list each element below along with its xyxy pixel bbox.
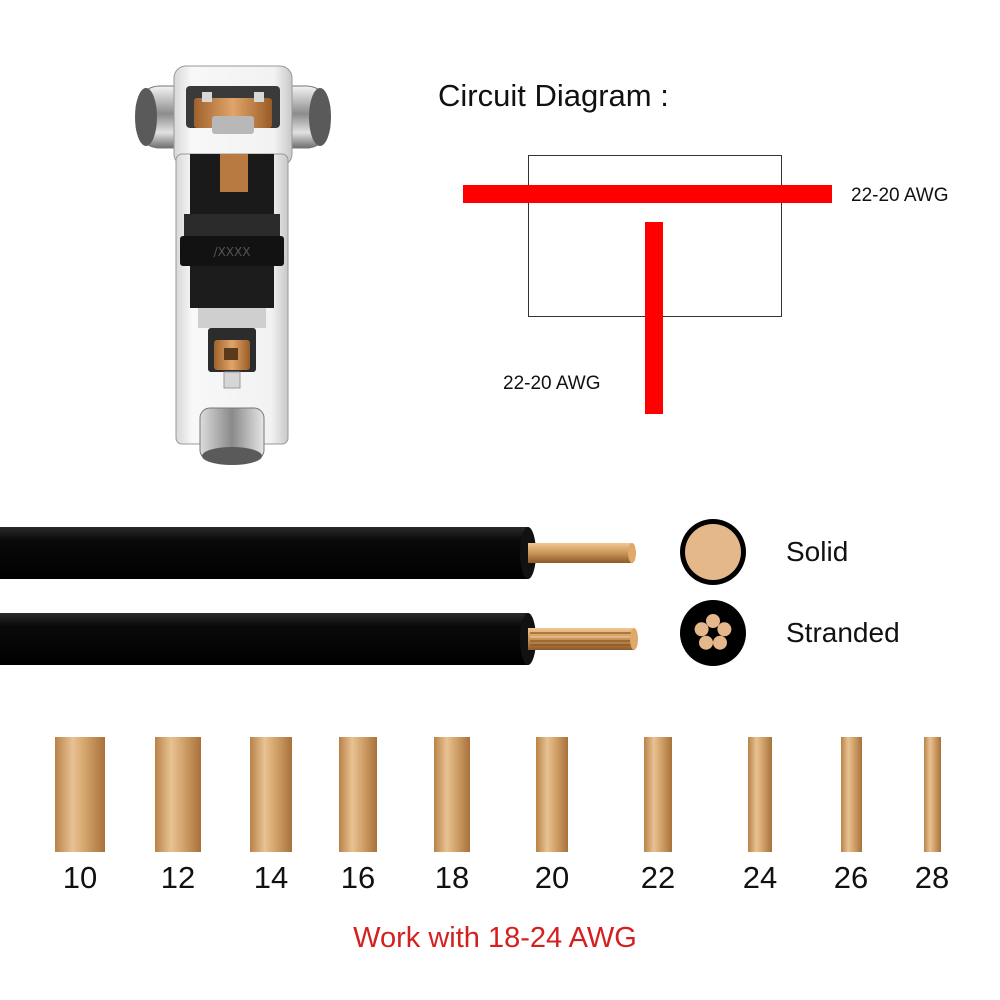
gauge-bar xyxy=(55,737,105,852)
gauge-item: 26 xyxy=(801,737,901,896)
gauge-bar xyxy=(644,737,672,852)
stranded-core-cross-section-icon xyxy=(680,600,746,666)
gauge-bar xyxy=(536,737,568,852)
gauge-item: 10 xyxy=(30,737,130,896)
circuit-diagram-title: Circuit Diagram : xyxy=(438,78,669,113)
gauge-item: 28 xyxy=(882,737,982,896)
gauge-label: 12 xyxy=(160,860,196,895)
gauge-label: 24 xyxy=(742,860,778,895)
gauge-bar xyxy=(840,737,862,852)
gauge-item: 12 xyxy=(128,737,228,896)
gauge-bar xyxy=(923,737,941,852)
gauge-label: 14 xyxy=(253,860,289,895)
gauge-label: 10 xyxy=(62,860,98,895)
gauge-label: 28 xyxy=(914,860,950,895)
main-wire-gauge-label: 22-20 AWG xyxy=(851,185,949,206)
compatibility-note: Work with 18-24 AWG xyxy=(353,922,637,954)
gauge-item: 14 xyxy=(221,737,321,896)
gauge-item: 16 xyxy=(308,737,408,896)
gauge-item: 20 xyxy=(502,737,602,896)
solid-wire-image xyxy=(0,527,636,579)
gauge-label: 16 xyxy=(340,860,376,895)
gauge-item: 24 xyxy=(710,737,810,896)
gauge-label: 26 xyxy=(833,860,869,895)
gauge-bar xyxy=(339,737,377,852)
gauge-bar xyxy=(748,737,772,852)
gauge-bar xyxy=(250,737,292,852)
gauge-label: 20 xyxy=(534,860,570,895)
gauge-bar xyxy=(434,737,470,852)
stranded-wire-label: Stranded xyxy=(786,617,900,648)
gauge-bar xyxy=(155,737,201,852)
gauge-label: 18 xyxy=(434,860,470,895)
solid-wire-label: Solid xyxy=(786,536,849,567)
gauge-label: 22 xyxy=(640,860,676,895)
branch-wire-line xyxy=(645,222,663,414)
gauge-item: 22 xyxy=(608,737,708,896)
t-tap-connector-image: /XXXX xyxy=(135,65,331,465)
branch-wire-gauge-label: 22-20 AWG xyxy=(503,373,601,394)
stranded-wire-image xyxy=(0,613,638,665)
solid-core-cross-section-icon xyxy=(680,519,746,585)
svg-text:/XXXX: /XXXX xyxy=(214,245,251,259)
main-wire-line xyxy=(463,185,832,203)
gauge-item: 18 xyxy=(402,737,502,896)
